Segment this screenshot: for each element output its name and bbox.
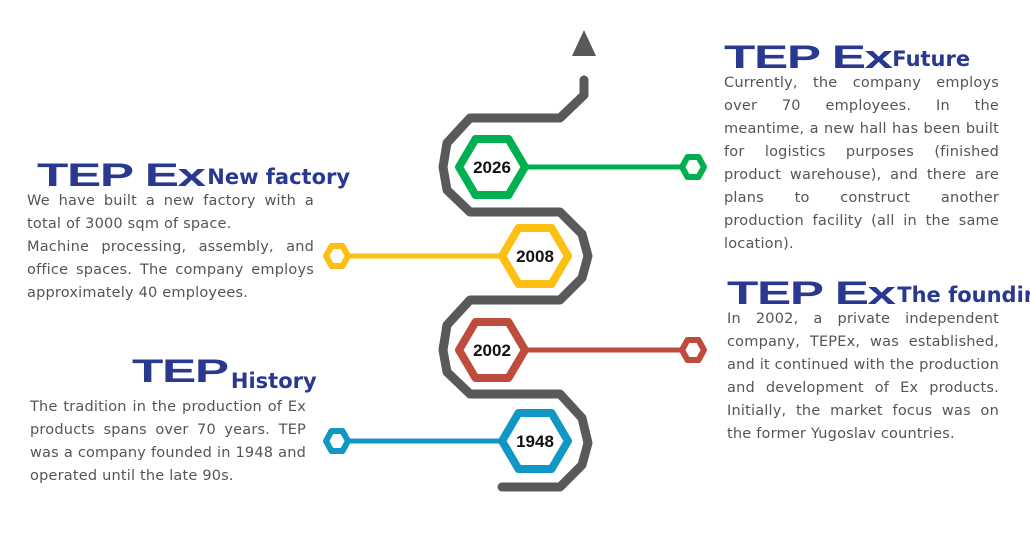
- section-text: Currently, the company employs over 70 e…: [724, 75, 999, 252]
- tep-logo: TEP: [132, 353, 229, 390]
- section-title: New factory: [207, 165, 351, 189]
- year-label: 1948: [516, 432, 554, 451]
- nut-end-icon: [323, 428, 351, 454]
- timeline-node-2026: 2026: [455, 135, 707, 199]
- nut-end-icon: [679, 337, 707, 363]
- year-label: 2008: [516, 247, 554, 266]
- section-text: We have built a new factory with a total…: [27, 193, 314, 232]
- tepex-logo: TEP Ex: [727, 275, 896, 312]
- section-text: Machine processing, assembly, and office…: [27, 239, 314, 301]
- timeline-node-2002: 2002: [455, 318, 707, 382]
- year-hexagon: [498, 224, 572, 288]
- section-title: History: [230, 369, 317, 393]
- nut-end-icon: [679, 154, 707, 180]
- tepex-logo: TEP Ex: [724, 39, 893, 76]
- nut-end-icon: [323, 243, 351, 269]
- timeline-node-2008: 2008: [323, 224, 572, 288]
- year-hexagon: [455, 135, 529, 199]
- year-hexagon: [498, 409, 572, 473]
- year-label: 2026: [473, 158, 511, 177]
- tepex-logo: TEP Ex: [37, 157, 206, 194]
- year-hexagon: [455, 318, 529, 382]
- arrow-head-icon: [572, 30, 596, 56]
- section-title: Future: [892, 47, 971, 71]
- section-text: In 2002, a private independent company, …: [727, 311, 999, 442]
- timeline-path: [438, 75, 593, 492]
- timeline-node-1948: 1948: [323, 409, 572, 473]
- section-text: The tradition in the production of Ex pr…: [30, 399, 306, 484]
- section-title: The founding: [897, 283, 1030, 307]
- year-label: 2002: [473, 341, 511, 360]
